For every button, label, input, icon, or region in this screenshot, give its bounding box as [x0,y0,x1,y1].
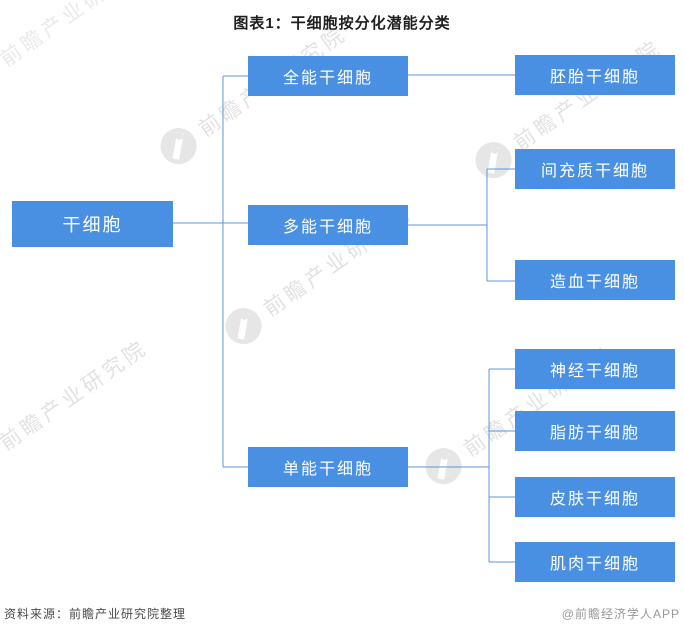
node-unipotent: 单能干细胞 [248,447,408,487]
node-hematopoietic: 造血干细胞 [515,260,675,300]
node-muscle: 肌肉干细胞 [515,542,675,582]
node-totipotent: 全能干细胞 [248,56,408,96]
node-mesenchymal: 间充质干细胞 [515,149,675,189]
node-stem-cell: 干细胞 [12,201,173,247]
node-neural: 神经干细胞 [515,349,675,389]
source-note: 资料来源：前瞻产业研究院整理 [4,607,187,621]
node-adipose: 脂肪干细胞 [515,411,675,451]
node-embryonic: 胚胎干细胞 [515,55,675,95]
node-pluripotent: 多能干细胞 [248,205,408,245]
credit-note: @前瞻经济学人APP [561,607,680,621]
node-skin: 皮肤干细胞 [515,477,675,517]
chart-title: 图表1：干细胞按分化潜能分类 [233,15,451,32]
